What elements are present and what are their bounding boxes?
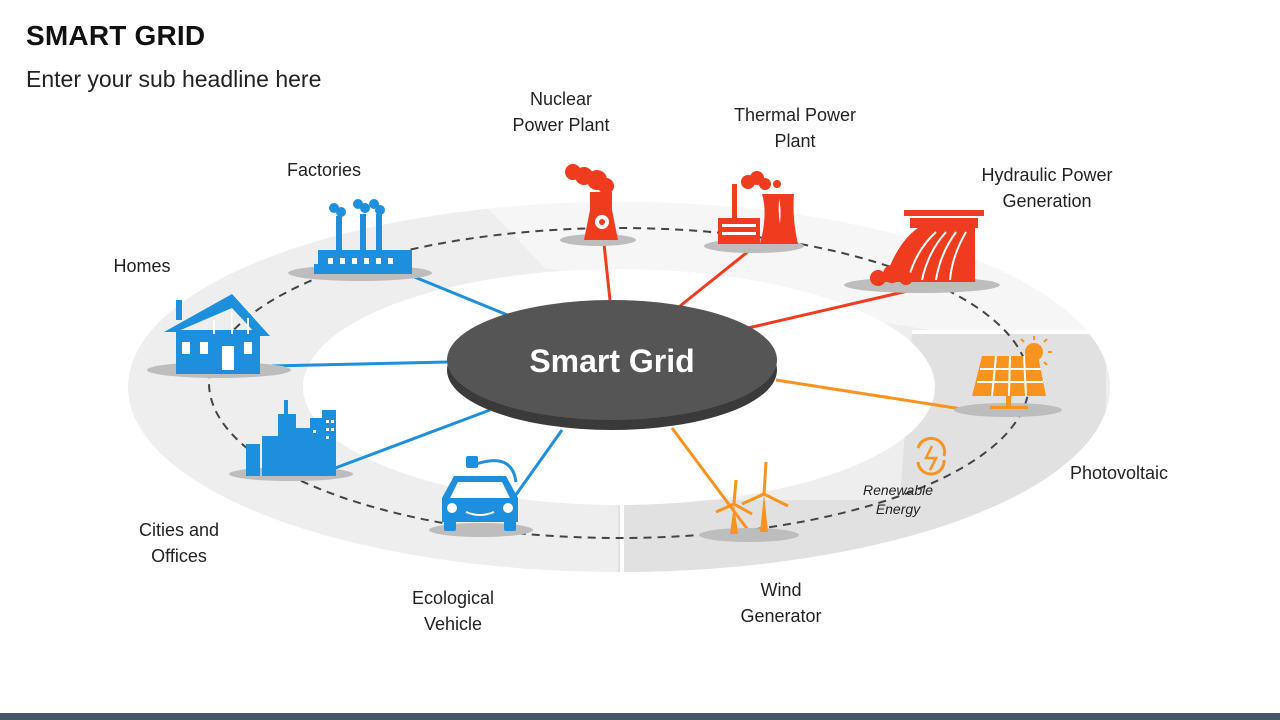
connector-thermal bbox=[679, 248, 751, 308]
connector-nuclear bbox=[602, 243, 612, 301]
page-subtitle: Enter your sub headline here bbox=[26, 66, 322, 92]
smart-grid-hub: Smart Grid bbox=[447, 300, 777, 430]
factory-icon bbox=[314, 199, 412, 274]
renewable-energy-icon bbox=[916, 436, 947, 476]
solar-panel-icon bbox=[972, 336, 1052, 409]
connector-wind bbox=[670, 427, 750, 531]
label-homes: Homes bbox=[113, 256, 171, 276]
dam-icon bbox=[870, 210, 984, 286]
connector-cities bbox=[329, 408, 491, 472]
connector-hydraulic bbox=[747, 288, 913, 330]
house-icon bbox=[164, 294, 270, 374]
bottom-bar bbox=[0, 713, 1280, 720]
renewable-energy-line2: Energy bbox=[876, 501, 921, 517]
electric-car-icon bbox=[442, 456, 518, 531]
connector-factories bbox=[411, 274, 511, 318]
label-photovoltaic: Photovoltaic bbox=[1069, 463, 1169, 483]
connector-photovoltaic bbox=[775, 378, 969, 412]
renewable-energy-line1: Renewable bbox=[863, 482, 933, 498]
hub-label: Smart Grid bbox=[529, 343, 694, 379]
connector-homes bbox=[269, 360, 449, 368]
connector-vehicle bbox=[506, 429, 564, 507]
thermal-plant-icon bbox=[718, 171, 798, 244]
label-factories: Factories bbox=[286, 160, 362, 180]
page-title: SMART GRID bbox=[26, 20, 206, 51]
connector-lines bbox=[269, 243, 969, 531]
nuclear-plant-icon bbox=[565, 164, 618, 240]
wind-turbine-icon bbox=[715, 461, 789, 534]
city-skyline-icon bbox=[246, 400, 336, 476]
